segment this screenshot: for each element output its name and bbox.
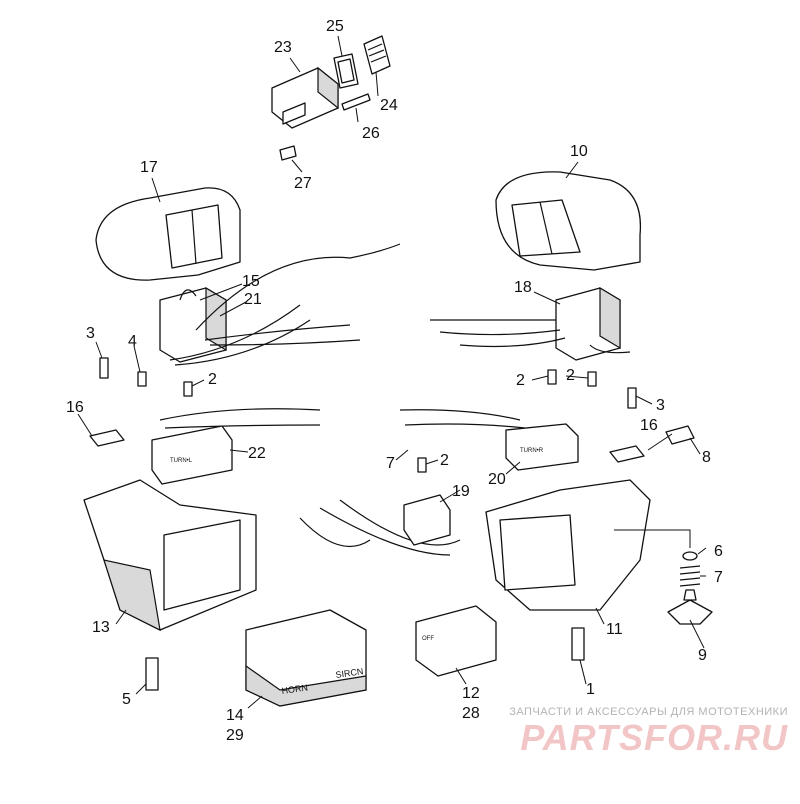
turn-left-label: TURN•L (170, 458, 193, 464)
left-switch-assembly-15-21 (159, 286, 227, 363)
left-turn-switch-22: TURN•L (151, 425, 233, 485)
screw-2b (547, 369, 557, 385)
callout-21: 21 (244, 291, 262, 308)
screw-27 (279, 145, 297, 161)
callout-24: 24 (380, 97, 398, 114)
callout-25: 25 (326, 18, 344, 35)
callout-13: 13 (92, 619, 110, 636)
callout-10: 10 (570, 143, 588, 160)
callout-14: 14 (226, 707, 244, 724)
screw-1 (571, 627, 585, 661)
callout-26: 26 (362, 125, 380, 142)
callout-23: 23 (274, 39, 292, 56)
screw-3b (627, 387, 637, 409)
callout-27: 27 (294, 175, 312, 192)
pad-16-left (89, 429, 125, 447)
screw-5 (145, 657, 159, 691)
knob-9 (667, 589, 713, 625)
callout-3-left: 3 (86, 325, 95, 342)
right-upper-housing-10 (495, 171, 642, 271)
callout-2-switch: 2 (440, 452, 449, 469)
siren-label: SIRCN (335, 666, 364, 680)
callout-12: 12 (462, 685, 480, 702)
off-switch-12-28: OFF (415, 605, 497, 677)
callout-3-right: 3 (656, 397, 665, 414)
callout-17: 17 (140, 159, 158, 176)
leader-lines (77, 35, 707, 709)
callout-2-center: 2 (516, 372, 525, 389)
callout-labels: 23 25 24 26 27 17 10 15 21 18 3 4 2 2 2 … (66, 18, 723, 744)
callout-28: 28 (462, 705, 480, 722)
callout-5: 5 (122, 691, 131, 708)
callout-11: 11 (606, 621, 623, 638)
callout-7-center: 7 (386, 455, 395, 472)
connector-24 (363, 35, 391, 75)
callout-15: 15 (242, 273, 260, 290)
callout-22: 22 (248, 445, 266, 462)
callout-2-right: 2 (566, 367, 575, 384)
horn-label: HORN (281, 682, 309, 696)
wiring-harness (159, 243, 631, 556)
callout-2-left: 2 (208, 371, 217, 388)
relay-module-23 (271, 66, 339, 129)
right-turn-switch-20: TURN•R (505, 423, 579, 471)
horn-siren-module-14-29: HORN SIRCN (245, 609, 367, 707)
left-lower-housing-13 (83, 479, 257, 632)
left-upper-housing-17 (95, 187, 241, 281)
callout-8: 8 (702, 449, 711, 466)
screw-2d (417, 457, 427, 473)
off-label: OFF (422, 636, 434, 642)
right-lower-housing-11 (485, 479, 651, 611)
screw-3a (99, 357, 109, 379)
callout-9: 9 (698, 647, 707, 664)
pad-16-right (609, 445, 645, 463)
turn-right-label: TURN•R (520, 448, 544, 454)
screw-4 (137, 371, 147, 387)
washer-6 (682, 551, 698, 561)
callout-16-right: 16 (640, 417, 658, 434)
right-switch-assembly-18 (555, 286, 621, 361)
callout-20: 20 (488, 471, 506, 488)
callout-18: 18 (514, 279, 532, 296)
spring-7 (679, 565, 701, 587)
screw-2a (183, 381, 193, 397)
callout-6: 6 (714, 543, 723, 560)
callout-7-right: 7 (714, 569, 723, 586)
callout-1: 1 (586, 681, 595, 698)
gasket-25 (333, 53, 359, 89)
callout-29: 29 (226, 727, 244, 744)
callout-19: 19 (452, 483, 470, 500)
screw-2c (587, 371, 597, 387)
callout-4: 4 (128, 333, 137, 350)
switch-19 (403, 494, 451, 546)
bracket-26 (341, 93, 371, 111)
pad-8 (665, 425, 695, 445)
callout-16-left: 16 (66, 399, 84, 416)
